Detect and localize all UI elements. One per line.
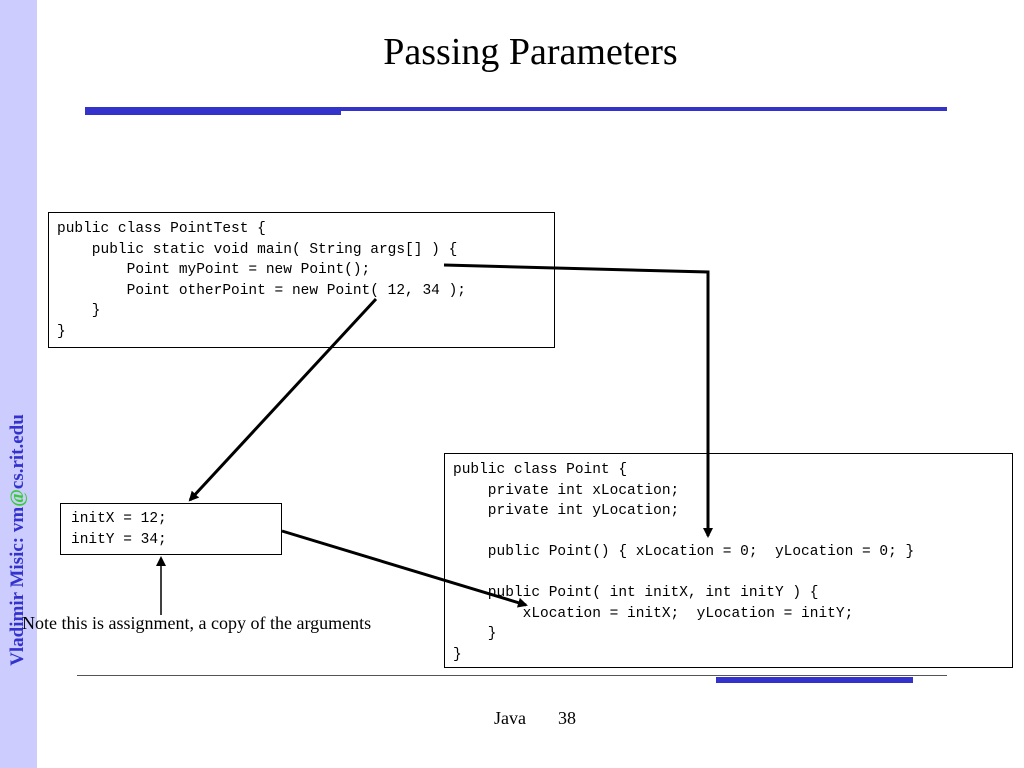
title-rule-thick [85,107,341,115]
title-rule-thin [341,107,947,111]
page-number: 38 [558,708,576,728]
footer-label: Java [494,708,526,728]
code-line: public class PointTest { [57,221,266,237]
arrow-mypoint-to-point-class [443,263,713,538]
footer-accent-bar [716,677,913,683]
footer-rule [77,675,947,676]
code-line: public Point() { xLocation = 0; yLocatio… [453,544,915,560]
code-block-assignment: initX = 12; initY = 34; [60,503,282,555]
code-line: } [57,323,66,340]
code-block-pointtest: public class PointTest { public static v… [48,212,555,348]
code-line: } [453,626,497,642]
code-line: private int yLocation; [453,503,680,519]
code-block-point: public class Point { private int xLocati… [444,453,1013,668]
slide-title: Passing Parameters [383,31,678,73]
arrow-otherpoint-to-assignment [188,297,378,502]
code-line: } [453,646,462,663]
code-line: Point myPoint = new Point(); [57,262,371,278]
code-line: public class Point { [453,462,628,478]
code-line: initY = 34; [71,531,167,548]
arrow-assignment-to-constructor [281,529,528,608]
code-line: xLocation = initX; yLocation = initY; [453,605,854,622]
code-line: Point otherPoint = new Point( 12, 34 ); [57,282,466,299]
code-line: public static void main( String args[] )… [57,241,458,258]
code-line: private int xLocation; [453,482,680,499]
code-line: initX = 12; [71,511,167,527]
assignment-note: Note this is assignment, a copy of the a… [22,613,372,633]
code-line: public Point( int initX, int initY ) { [453,585,819,601]
sidebar: Vladimir Misic: vm@cs.rit.edu [0,0,37,768]
code-line: } [57,303,101,319]
